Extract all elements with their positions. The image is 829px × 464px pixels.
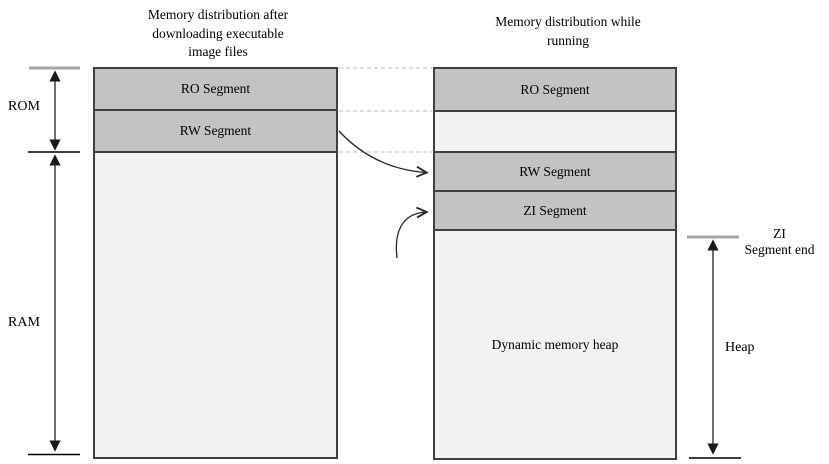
right-heap-region: Dynamic memory heap — [435, 231, 675, 458]
left-rw-segment-label: RW Segment — [179, 123, 252, 138]
left-ro-segment-label: RO Segment — [180, 81, 251, 96]
left-memory-column: RO Segment RW Segment — [93, 67, 338, 459]
left-column-title: Memory distribution after downloading ex… — [147, 7, 289, 59]
heap-label: Heap — [725, 340, 755, 355]
right-gap-region — [435, 112, 675, 153]
right-zi-segment-label: ZI Segment — [523, 202, 587, 218]
left-rw-segment: RW Segment — [95, 111, 336, 153]
right-rw-segment-label: RW Segment — [519, 163, 591, 179]
heap-region-label: Dynamic memory heap — [491, 336, 619, 352]
right-ro-segment: RO Segment — [435, 69, 675, 112]
right-memory-column: RO Segment RW Segment ZI Segment Dynamic… — [433, 67, 677, 460]
ram-label: RAM — [8, 315, 40, 330]
right-ro-segment-label: RO Segment — [520, 81, 590, 97]
rom-label: ROM — [8, 99, 40, 114]
right-zi-segment: ZI Segment — [435, 192, 675, 231]
left-empty-ram-region — [95, 153, 336, 457]
right-column-title: Memory distribution while running — [495, 14, 641, 48]
left-ro-segment: RO Segment — [95, 69, 336, 111]
zi-segment-end-label: ZI Segment end — [744, 226, 815, 257]
rw-relocation-arrow-icon — [338, 130, 429, 178]
right-rw-segment: RW Segment — [435, 153, 675, 192]
zi-relocation-arrow-icon — [395, 206, 429, 259]
